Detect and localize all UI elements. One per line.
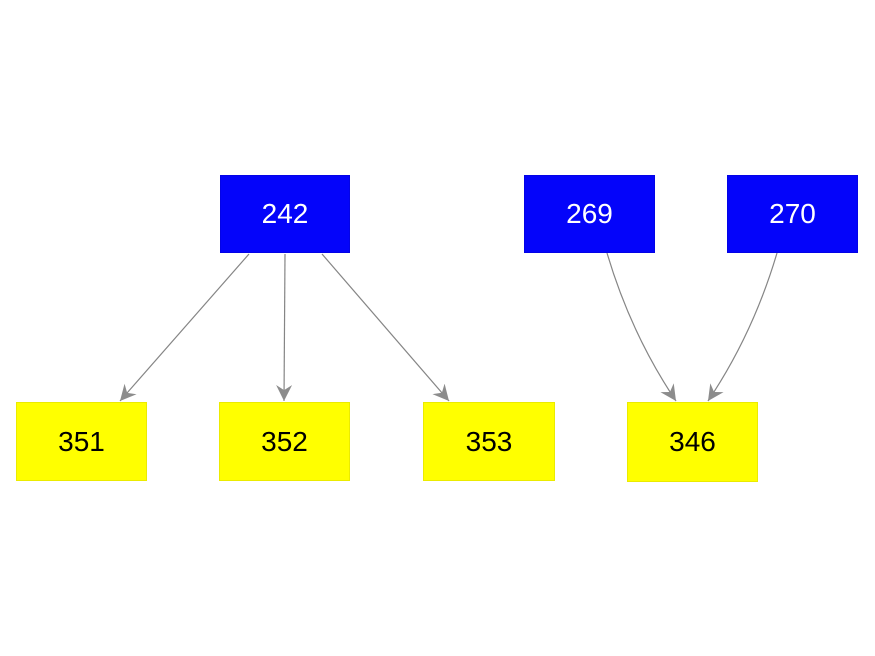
node-352: 352 bbox=[219, 402, 350, 481]
node-label: 352 bbox=[261, 425, 308, 457]
node-label: 346 bbox=[669, 426, 716, 457]
edge-242-353 bbox=[321, 253, 450, 402]
edge-269-346 bbox=[606, 252, 677, 402]
node-label: 351 bbox=[58, 425, 105, 457]
node-353: 353 bbox=[423, 402, 555, 481]
node-351: 351 bbox=[16, 402, 147, 481]
node-label: 242 bbox=[261, 198, 309, 229]
node-269: 269 bbox=[524, 175, 655, 253]
node-270: 270 bbox=[727, 175, 858, 253]
node-label: 269 bbox=[566, 198, 613, 229]
node-label: 270 bbox=[769, 198, 816, 229]
node-242: 242 bbox=[220, 175, 350, 253]
edge-242-352 bbox=[276, 253, 293, 402]
edge-242-351 bbox=[119, 253, 250, 402]
edge-270-346 bbox=[707, 252, 778, 402]
node-346: 346 bbox=[627, 402, 758, 482]
node-label: 353 bbox=[465, 425, 513, 457]
